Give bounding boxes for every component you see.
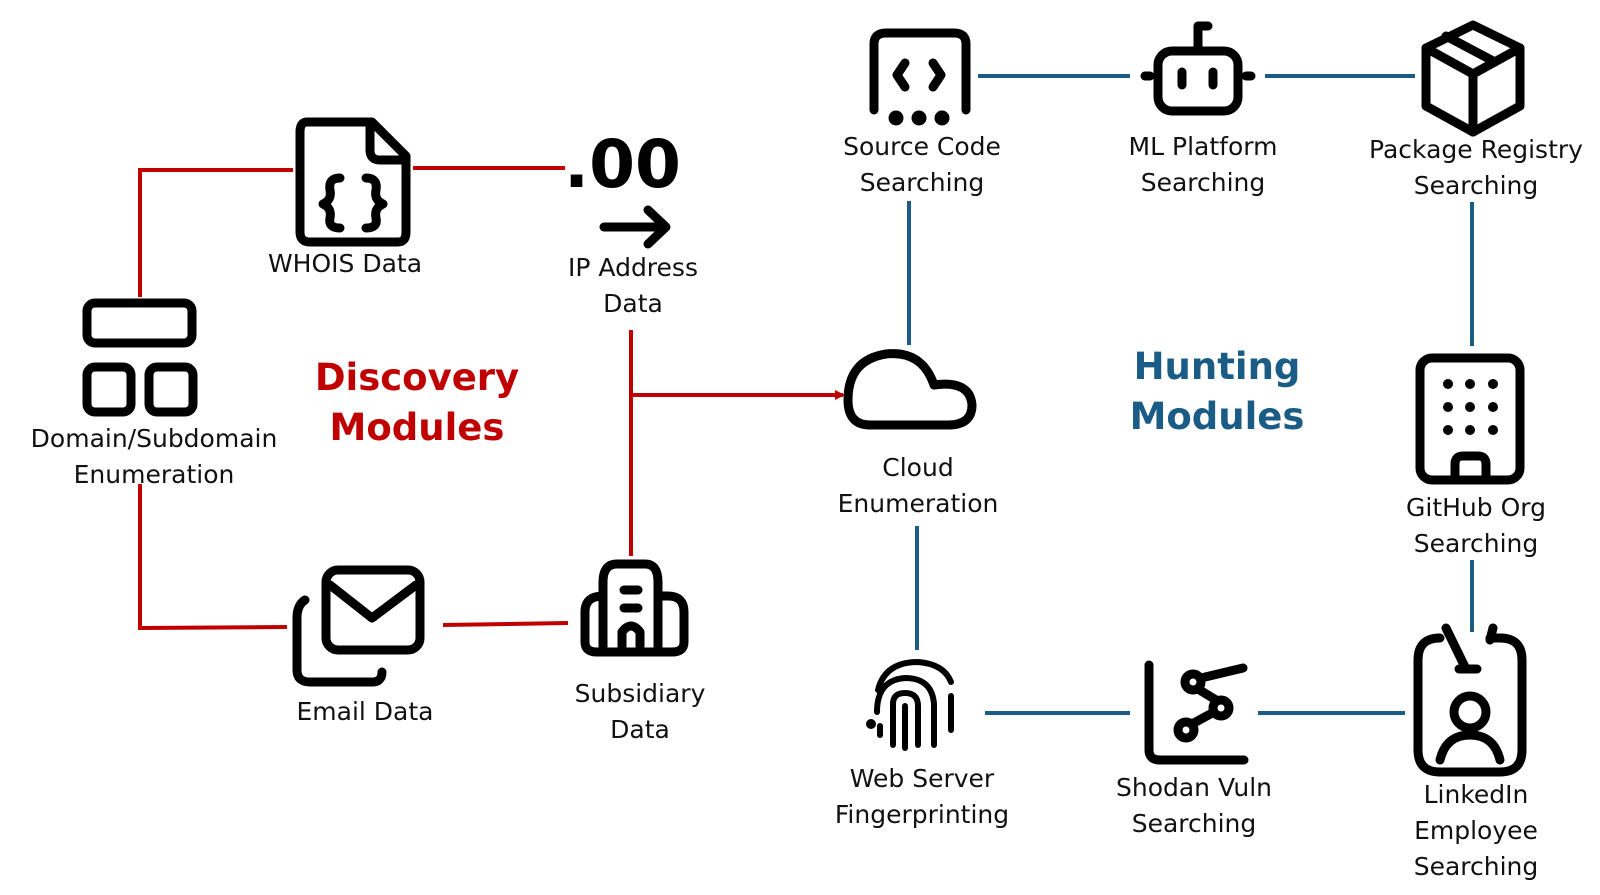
cloud-icon xyxy=(843,349,977,430)
label-line: Cloud xyxy=(882,453,954,482)
label-line: Searching xyxy=(1131,809,1257,838)
label-line: Fingerprinting xyxy=(834,800,1010,829)
node-shodan-label: Shodan Vuln Searching xyxy=(1116,770,1272,842)
node-whois-label: WHOIS Data xyxy=(268,246,422,282)
discovery-title-line1: Discovery xyxy=(314,356,520,399)
package-box-icon xyxy=(1421,20,1525,137)
node-web-server-label: Web Server Fingerprinting xyxy=(835,761,1009,833)
label-line: Searching xyxy=(1413,171,1539,200)
layout-grid-icon xyxy=(82,298,198,417)
building-multiple-icon xyxy=(580,559,689,657)
label-line: Searching xyxy=(859,168,985,197)
scatter-chart-icon xyxy=(1144,660,1249,765)
label-line: Data xyxy=(610,715,670,744)
discovery-edges xyxy=(138,166,845,631)
label-line: GitHub Org xyxy=(1406,493,1546,522)
office-building-icon xyxy=(1415,353,1525,485)
ip-icon-text: .00 xyxy=(564,126,681,203)
id-badge-icon xyxy=(1413,623,1527,777)
node-email-label: Email Data xyxy=(297,694,434,730)
label-line: Source Code xyxy=(843,132,1001,161)
label-line: LinkedIn xyxy=(1423,780,1529,809)
discovery-modules-title: Discovery Modules xyxy=(315,353,519,453)
edge-email-subsidiary xyxy=(442,621,569,627)
bot-icon xyxy=(1140,21,1256,116)
node-domain-label: Domain/Subdomain Enumeration xyxy=(31,421,278,493)
hunting-edges xyxy=(907,74,1474,715)
label-line: Email Data xyxy=(296,697,434,726)
label-line: Data xyxy=(603,289,663,318)
hunting-modules-title: Hunting Modules xyxy=(1130,342,1305,442)
label-line: Subsidiary xyxy=(574,679,706,708)
label-line: Domain/Subdomain xyxy=(30,424,278,453)
label-line: Web Server xyxy=(849,764,995,793)
edge-domain-whois xyxy=(138,168,293,297)
code-block-icon xyxy=(869,28,971,126)
node-source-code-label: Source Code Searching xyxy=(843,129,1001,201)
node-subsidiary-label: Subsidiary Data xyxy=(575,676,706,748)
label-line: Searching xyxy=(1413,852,1539,881)
label-line: Searching xyxy=(1140,168,1266,197)
mail-copy-icon xyxy=(292,565,425,687)
label-line: Enumeration xyxy=(837,489,999,518)
label-line: WHOIS Data xyxy=(267,249,423,278)
node-linkedin-label: LinkedIn Employee Searching xyxy=(1414,777,1539,885)
edge-domain-email xyxy=(138,484,288,631)
node-ml-platform-label: ML Platform Searching xyxy=(1129,129,1278,201)
ip-address-icon: .00 xyxy=(564,126,681,249)
json-file-icon xyxy=(295,117,411,247)
label-line: Enumeration xyxy=(73,460,235,489)
hunting-title-line1: Hunting xyxy=(1133,345,1301,388)
discovery-title-line2: Modules xyxy=(329,406,505,449)
label-line: Shodan Vuln xyxy=(1115,773,1273,802)
label-line: Searching xyxy=(1413,529,1539,558)
hunting-title-line2: Modules xyxy=(1129,395,1305,438)
label-line: Employee xyxy=(1414,816,1538,845)
fingerprint-icon xyxy=(866,659,954,751)
node-cloud-label: Cloud Enumeration xyxy=(838,450,999,522)
node-package-registry-label: Package Registry Searching xyxy=(1369,132,1583,204)
node-ip-label: IP Address Data xyxy=(568,250,698,322)
label-line: IP Address xyxy=(568,253,698,282)
node-github-org-label: GitHub Org Searching xyxy=(1406,490,1546,562)
label-line: Package Registry xyxy=(1369,135,1583,164)
label-line: ML Platform xyxy=(1128,132,1278,161)
